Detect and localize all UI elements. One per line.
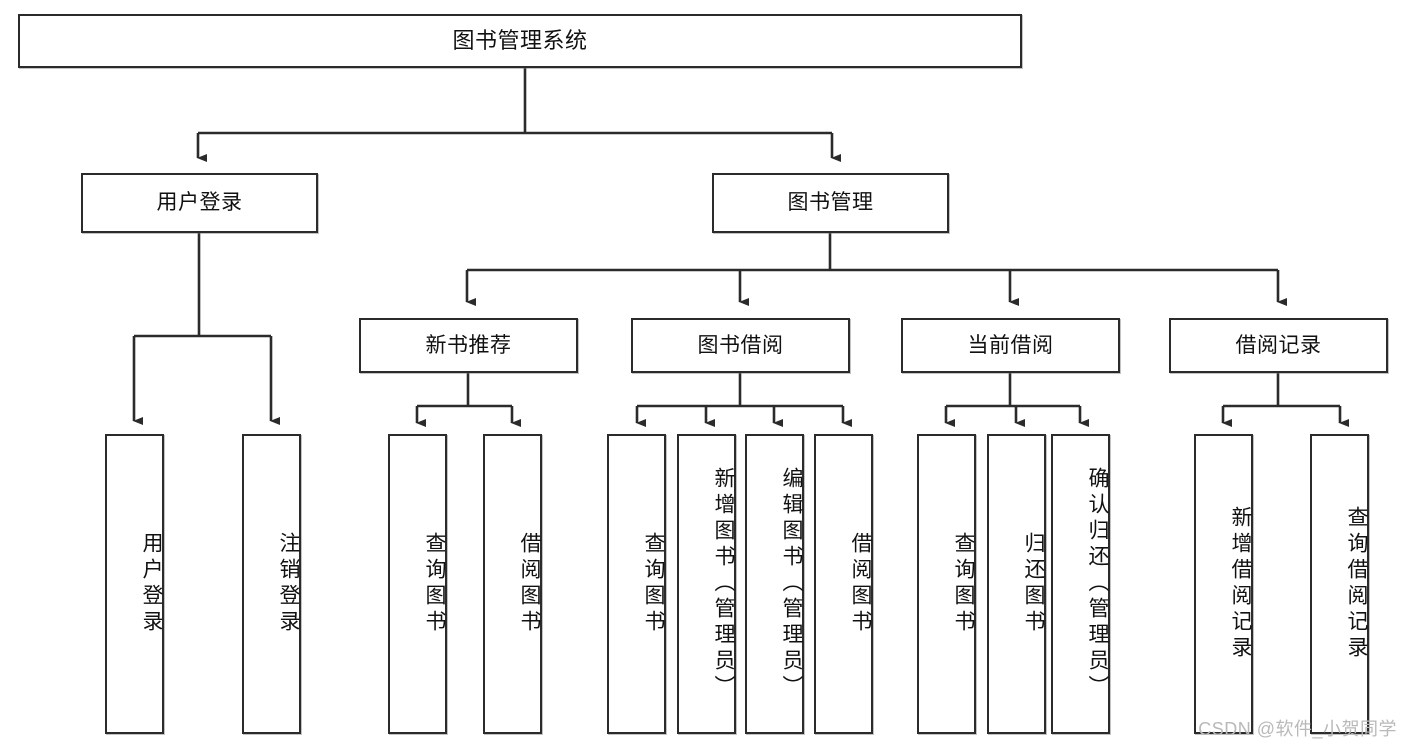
leaf-query-borrow-record[interactable]: 查询借阅记录 xyxy=(1310,434,1369,734)
node-book-borrow[interactable]: 图书借阅 xyxy=(631,318,850,373)
node-user-login[interactable]: 用户登录 xyxy=(81,173,318,233)
leaf-confirm-return-admin[interactable]: 确认归还（管理员） xyxy=(1051,434,1110,734)
node-label: 新增图书（管理员） xyxy=(712,467,735,701)
node-label: 新书推荐 xyxy=(425,333,512,357)
leaf-return-book[interactable]: 归还图书 xyxy=(987,434,1046,734)
leaf-add-borrow-record[interactable]: 新增借阅记录 xyxy=(1194,434,1253,734)
leaf-borrow-book-1[interactable]: 借阅图书 xyxy=(483,434,542,734)
node-label: 借阅图书 xyxy=(518,532,541,636)
node-label: 用户登录 xyxy=(140,532,163,636)
node-label: 查询图书 xyxy=(423,532,446,636)
leaf-borrow-book-2[interactable]: 借阅图书 xyxy=(814,434,873,734)
node-root-book-management-system[interactable]: 图书管理系统 xyxy=(18,14,1022,68)
leaf-edit-book-admin[interactable]: 编辑图书（管理员） xyxy=(745,434,804,734)
node-label: 用户登录 xyxy=(156,191,243,215)
node-label: 借阅图书 xyxy=(849,532,872,636)
node-label: 当前借阅 xyxy=(967,333,1054,357)
node-new-book-recommend[interactable]: 新书推荐 xyxy=(359,318,578,373)
node-label: 图书借阅 xyxy=(697,333,784,357)
node-label: 编辑图书（管理员） xyxy=(780,467,803,701)
node-book-management[interactable]: 图书管理 xyxy=(712,173,949,233)
leaf-add-book-admin[interactable]: 新增图书（管理员） xyxy=(677,434,736,734)
node-label: 查询借阅记录 xyxy=(1345,506,1368,662)
node-label: 查询图书 xyxy=(642,532,665,636)
leaf-logout[interactable]: 注销登录 xyxy=(242,434,301,734)
node-label: 图书管理系统 xyxy=(452,27,588,53)
node-label: 借阅记录 xyxy=(1235,333,1322,357)
node-current-borrow[interactable]: 当前借阅 xyxy=(901,318,1120,373)
node-label: 归还图书 xyxy=(1022,532,1045,636)
node-label: 查询图书 xyxy=(952,532,975,636)
leaf-user-login[interactable]: 用户登录 xyxy=(105,434,164,734)
node-label: 确认归还（管理员） xyxy=(1086,467,1109,701)
csdn-watermark: CSDN @软件_小贺同学 xyxy=(1198,719,1397,739)
leaf-query-book-3[interactable]: 查询图书 xyxy=(917,434,976,734)
node-label: 注销登录 xyxy=(277,532,300,636)
leaf-query-book-1[interactable]: 查询图书 xyxy=(388,434,447,734)
node-label: 新增借阅记录 xyxy=(1229,506,1252,662)
node-borrow-record[interactable]: 借阅记录 xyxy=(1169,318,1388,373)
leaf-query-book-2[interactable]: 查询图书 xyxy=(607,434,666,734)
node-label: 图书管理 xyxy=(787,191,874,215)
